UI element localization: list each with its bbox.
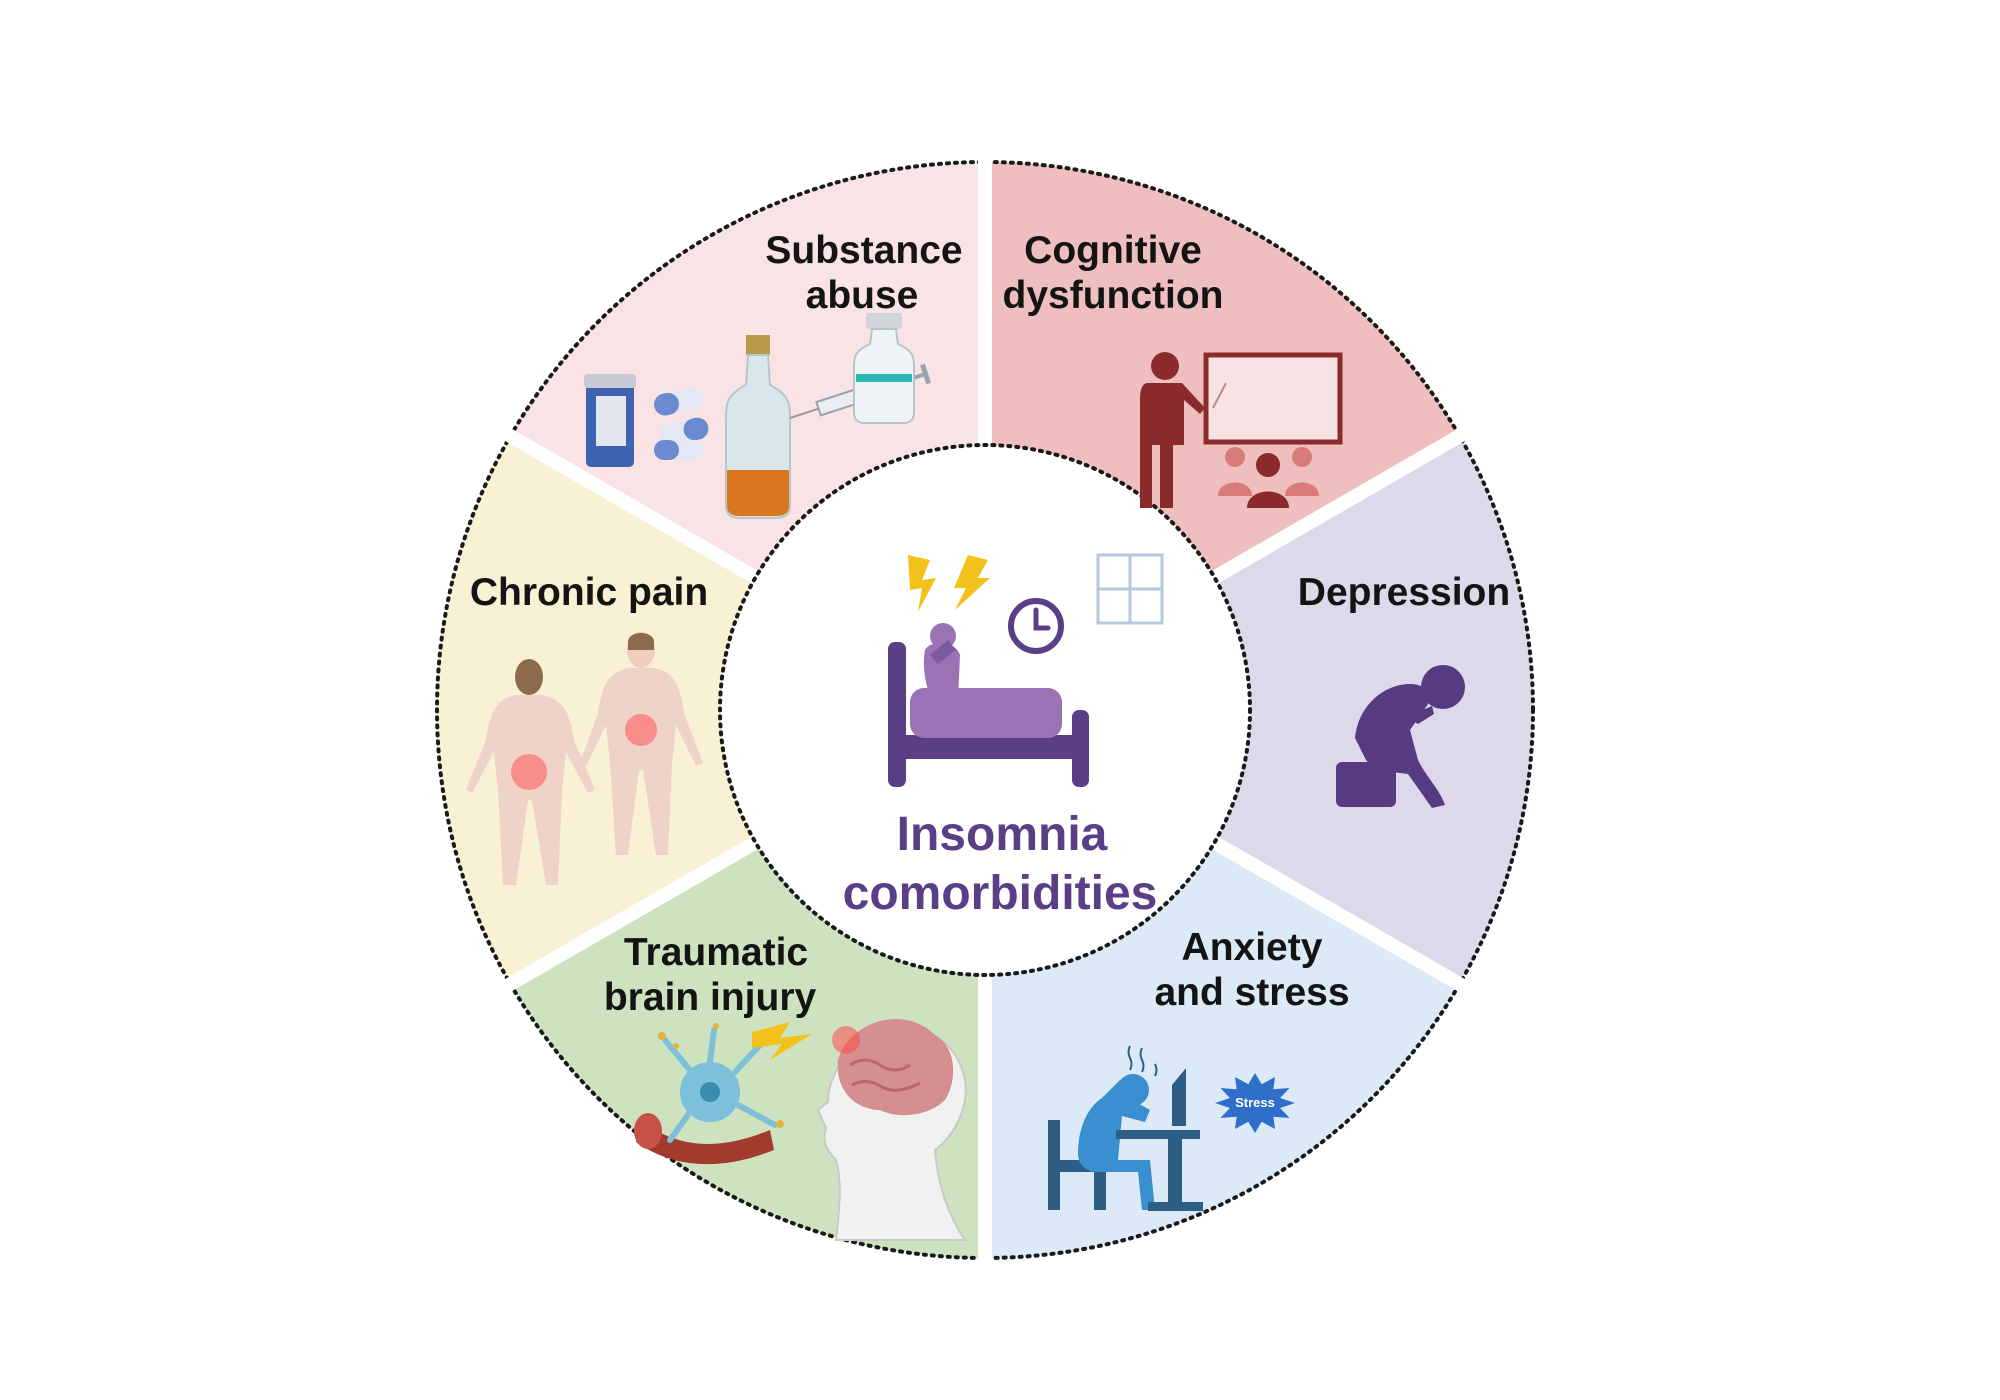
segment-label-cognitive-line1: Cognitive (1024, 229, 1202, 272)
center-title-line2: comorbidities (843, 867, 1158, 920)
segment-label-substance-line2: abuse (806, 274, 919, 317)
segment-label-anxiety-line2: and stress (1154, 971, 1349, 1014)
segment-label-tbi-line2: brain injury (604, 976, 817, 1019)
segment-label-cognitive-line2: dysfunction (1003, 274, 1224, 317)
teacher-board-icon (1140, 352, 1343, 508)
clock-icon (1008, 598, 1064, 654)
segment-label-tbi-line1: Traumatic (624, 931, 808, 974)
lightning-icon (752, 1022, 812, 1060)
window-moon-icon (1096, 553, 1164, 625)
segment-label-depression: Depression (1298, 571, 1510, 614)
stressed-worker-icon (1048, 1045, 1203, 1211)
stress-badge-label: Stress (1235, 1095, 1275, 1110)
lightning-icon (908, 555, 936, 612)
segment-separators (503, 158, 1467, 1262)
stress-badge-icon: Stress (1215, 1073, 1295, 1133)
segment-label-pain: Chronic pain (470, 571, 708, 614)
brain-neuron-icon (634, 1019, 967, 1241)
human-body-pain-icon (466, 632, 703, 885)
segment-separator (1209, 427, 1467, 585)
segment-separator (503, 427, 761, 585)
lightning-icon (954, 555, 990, 610)
center-title-line1: Insomnia (897, 808, 1108, 861)
pills-bottle-syringe-icon (584, 313, 931, 519)
insomnia-bed-icon (888, 553, 1164, 787)
segment-label-anxiety-line1: Anxiety (1182, 926, 1323, 969)
sad-person-icon (1336, 665, 1465, 808)
segment-separator (503, 835, 761, 993)
segment-label-substance-line1: Substance (765, 229, 962, 272)
segment-separator (1209, 835, 1467, 993)
